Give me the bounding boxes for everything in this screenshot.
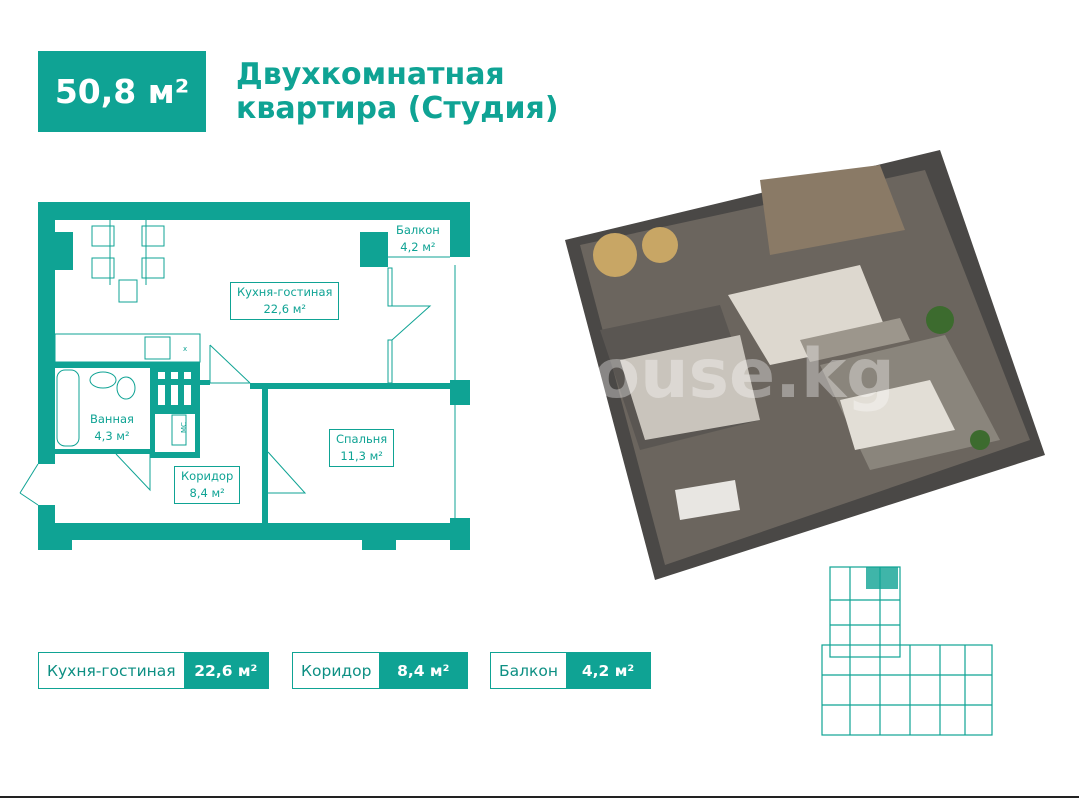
room-label-corridor: Коридор 8,4 м² (174, 466, 241, 504)
chip-name: Кухня-гостиная (39, 653, 184, 688)
title-line-2: квартира (Студия) (236, 91, 559, 126)
bottom-divider (0, 796, 1079, 798)
chip-area: 22,6 м² (183, 653, 268, 688)
title-line-1: Двухкомнатная (236, 57, 505, 92)
room-name: Ванная (90, 412, 134, 426)
highlighted-unit (866, 567, 898, 589)
room-name: Балкон (396, 223, 440, 237)
room-area: 22,6 м² (263, 302, 306, 316)
room-area: 11,3 м² (340, 449, 383, 463)
chip-name: Коридор (293, 653, 380, 688)
chip-name: Балкон (491, 653, 567, 688)
room-name: Кухня-гостиная (237, 285, 333, 299)
chip-area: 8,4 м² (379, 653, 467, 688)
wc-label: МС (180, 422, 188, 433)
room-name: Коридор (181, 469, 234, 483)
x-mark: x (183, 345, 187, 353)
room-area: 4,2 м² (400, 240, 436, 254)
room-label-kitchen-living: Кухня-гостиная 22,6 м² (230, 282, 340, 320)
page-title: Двухкомнатная квартира (Студия) (236, 58, 559, 126)
room-label-balcony: Балкон 4,2 м² (390, 221, 446, 257)
chip-area: 4,2 м² (566, 653, 650, 688)
room-area: 4,3 м² (94, 429, 130, 443)
room-label-bedroom: Спальня 11,3 м² (329, 429, 395, 467)
room-area: 8,4 м² (189, 486, 225, 500)
watermark: house.kg (545, 335, 895, 414)
room-label-bathroom: Ванная 4,3 м² (84, 410, 140, 446)
area-badge: 50,8 м² (38, 51, 206, 132)
room-name: Спальня (336, 432, 388, 446)
